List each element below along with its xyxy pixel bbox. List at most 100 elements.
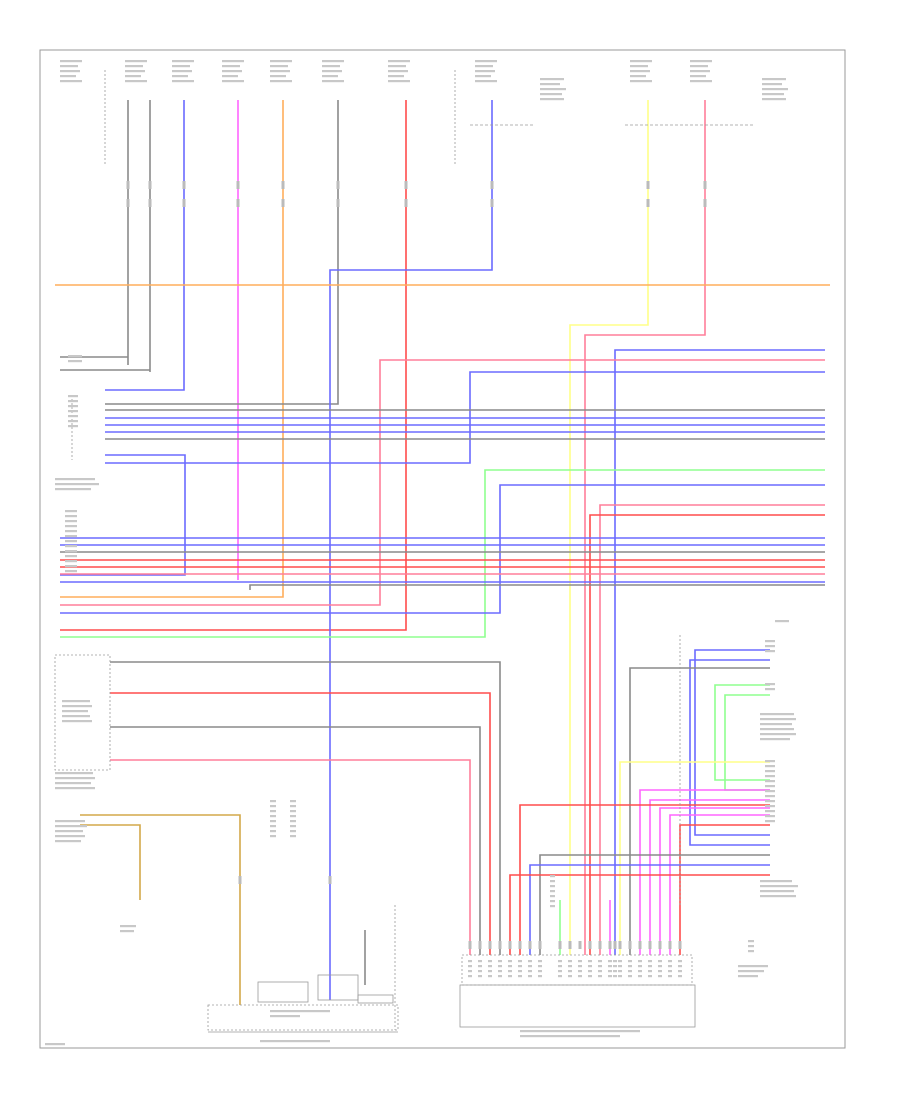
source-label-2: [172, 75, 188, 78]
bottom-right-pin-label-15: [618, 965, 622, 968]
bottom-right-module-name: [520, 1035, 620, 1038]
wire-gray-switch-1: [110, 661, 501, 955]
top-connector-2: [182, 181, 186, 189]
left-pin-labels-3: [65, 570, 77, 573]
bottom-right-pin-label-12: [598, 975, 602, 978]
source-label-9: [690, 75, 706, 78]
top-connector-b-5: [336, 199, 340, 207]
switch-name-label: [55, 777, 95, 780]
right-ground-symbol: [748, 945, 754, 948]
footer-reference: [45, 1043, 65, 1046]
bottom-right-pin-15: [618, 941, 622, 949]
right-pin-labels-3: [765, 775, 775, 778]
bottom-right-pin-label-0: [468, 975, 472, 978]
wire-magenta-right-2: [659, 807, 770, 955]
source-label-7: [475, 75, 491, 78]
bottom-left-subunit-3: [357, 994, 394, 1004]
bottom-right-pin-label-5: [518, 970, 522, 973]
bottom-right-vertical-label: [550, 890, 555, 893]
bottom-right-pin-label-19: [658, 975, 662, 978]
top-connector-5: [336, 181, 340, 189]
top-connector-6: [404, 181, 408, 189]
left-pin-labels-2: [68, 415, 78, 418]
source-label-6: [388, 80, 410, 83]
bottom-vertical-labels-2: [290, 810, 296, 813]
right-component-label-2: [760, 880, 792, 883]
source-label-3: [222, 65, 240, 68]
switch-name-label: [55, 787, 95, 790]
bottom-right-pin-label-12: [598, 970, 602, 973]
bottom-vertical-labels-2: [290, 825, 296, 828]
wire-blue-feed-1: [105, 100, 185, 391]
top-connector-b-1: [148, 199, 152, 207]
bottom-vertical-labels-1: [270, 815, 276, 818]
bottom-right-pin-label-13: [608, 960, 612, 963]
bottom-right-pin-0: [468, 941, 472, 949]
right-component-label-1: [760, 728, 794, 731]
bottom-right-vertical-label: [550, 885, 555, 888]
passenger-component-label: [55, 820, 85, 823]
top-connector-8: [646, 181, 650, 189]
bottom-left-subunit-1: [257, 981, 309, 1003]
bottom-right-pin-label-12: [598, 960, 602, 963]
source-label-8: [630, 65, 648, 68]
source-label-2: [172, 80, 194, 83]
bottom-right-pin-label-0: [468, 960, 472, 963]
bottom-vertical-labels-1: [270, 810, 276, 813]
left-pin-labels-2: [68, 405, 78, 408]
wire-red-right-3: [589, 514, 825, 955]
bottom-right-pin-5: [518, 941, 522, 949]
bottom-right-module-box: [459, 984, 696, 1028]
source-label-extra-1: [540, 98, 564, 101]
passenger-component-label: [55, 840, 81, 843]
left-pin-labels-3: [65, 560, 77, 563]
source-label-7: [475, 80, 497, 83]
source-label-0: [60, 65, 78, 68]
bottom-right-pin-label-5: [518, 965, 522, 968]
wire-blue-right-box-1: [694, 649, 770, 836]
left-pin-labels-2: [68, 395, 78, 398]
bottom-right-vertical-label: [550, 880, 555, 883]
source-label-3: [222, 60, 244, 63]
source-label-extra-2: [762, 98, 786, 101]
bottom-right-pin-label-16: [628, 975, 632, 978]
source-label-1: [125, 60, 147, 63]
bottom-right-pin-label-3: [498, 960, 502, 963]
wire-gray-feed-1: [105, 100, 339, 405]
bottom-right-pin-label-20: [668, 970, 672, 973]
bottom-right-pin-label-21: [678, 975, 682, 978]
bottom-right-pin-label-7: [538, 975, 542, 978]
bottom-vertical-labels-1: [270, 820, 276, 823]
left-pin-labels-3: [65, 550, 77, 553]
bottom-right-pin-label-1: [478, 965, 482, 968]
top-connector-3: [236, 181, 240, 189]
bottom-right-pin-label-13: [608, 965, 612, 968]
bottom-right-pin-label-15: [618, 975, 622, 978]
component-group: [54, 70, 755, 1033]
bottom-right-pin-1: [478, 941, 482, 949]
wire-magenta-right-3: [669, 814, 770, 955]
bottom-right-pin-label-7: [538, 960, 542, 963]
bottom-right-pin-label-16: [628, 960, 632, 963]
right-pin-labels-3: [765, 785, 775, 788]
bottom-right-pin-9: [568, 941, 572, 949]
left-pin-labels-3: [65, 545, 77, 548]
bottom-right-pin-16: [628, 941, 632, 949]
bottom-right-pin-7: [538, 941, 542, 949]
source-label-4: [270, 60, 292, 63]
bottom-left-module-box: [207, 1004, 399, 1031]
bottom-right-pin-label-1: [478, 960, 482, 963]
source-label-extra-2: [762, 78, 786, 81]
source-label-8: [630, 60, 652, 63]
wire-red-feed-1: [60, 100, 407, 631]
source-label-5: [322, 70, 342, 73]
bottom-right-pin-label-16: [628, 965, 632, 968]
left-pin-labels-3: [65, 540, 77, 543]
right-ground-symbol: [748, 950, 754, 953]
right-component-label-1: [760, 713, 794, 716]
bottom-right-pin-8: [558, 941, 562, 949]
ground-label: [120, 930, 134, 933]
wire-yellow-right-box: [619, 761, 770, 955]
top-connector-b-7: [490, 199, 494, 207]
